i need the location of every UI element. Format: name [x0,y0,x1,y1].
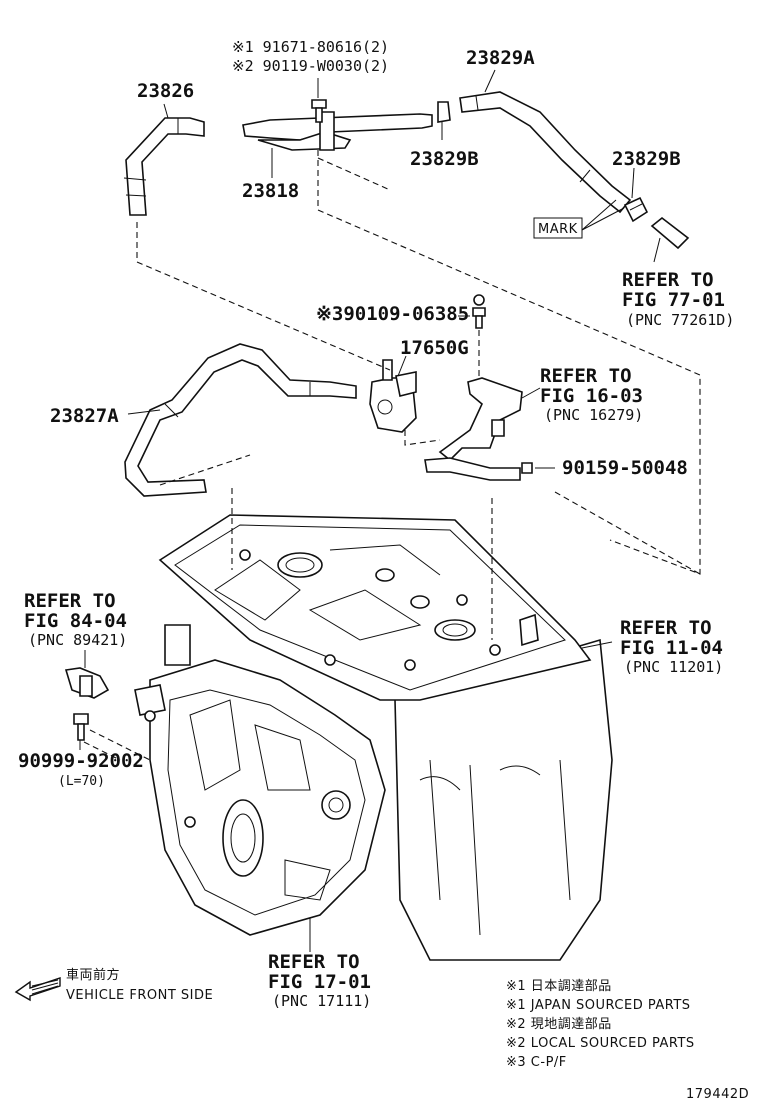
bolt-91671 [311,99,327,123]
pipe-23818 [242,111,433,151]
refer-16-03-pnc: (PNC 16279) [544,406,643,424]
diagram-id: 179442D [686,1087,749,1102]
mark-box [533,217,583,239]
label-23829b-right: 23829B [612,148,681,170]
refer-77-01-pnc: (PNC 77261D) [626,311,734,329]
bolt-90159 [521,462,533,474]
label-23818: 23818 [242,180,299,202]
front-label-en: VEHICLE FRONT SIDE [66,988,213,1003]
bolt-90999 [73,713,89,741]
clamp-23829b-right [623,196,649,223]
label-90999: 90999-92002 [18,750,144,772]
refer-11-04-head: REFER TO [620,617,712,639]
legend-line-1: ※1 日本調達部品 [506,979,612,994]
clamp-23829b-left [437,101,451,123]
label-90999-length: (L=70) [58,774,105,789]
bolt-90109 [472,294,486,329]
assembly-lines [83,150,701,761]
refer-84-04-head: REFER TO [24,590,116,612]
refer-17-01-head: REFER TO [268,951,360,973]
refer-16-03-head: REFER TO [540,365,632,387]
front-label-jp: 車両前方 [66,967,120,983]
label-17650g: 17650G [400,337,469,359]
label-bolt-note-2: ※2 90119-W0030(2) [232,57,389,75]
bracket-16-03 [424,377,523,481]
leader-lines [79,69,661,952]
pipe-end-77-01 [650,216,690,250]
label-23827a: 23827A [50,405,119,427]
hose-23826 [123,117,205,216]
refer-84-04-pnc: (PNC 89421) [28,631,127,649]
label-23829a: 23829A [466,47,535,69]
refer-17-01-fig: FIG 17-01 [268,971,371,993]
label-bolt-note-1: ※1 91671-80616(2) [232,38,389,56]
refer-77-01-fig: FIG 77-01 [622,289,725,311]
refer-11-04-fig: FIG 11-04 [620,637,723,659]
refer-84-04-fig: FIG 84-04 [24,610,127,632]
label-90159: 90159-50048 [562,457,688,479]
legend-line-3: ※2 現地調達部品 [506,1017,612,1032]
hose-23829a [459,91,632,214]
label-mark: MARK [538,222,578,237]
refer-16-03-fig: FIG 16-03 [540,385,643,407]
engine-assembly-drawing [134,514,613,961]
label-23829b-left: 23829B [410,148,479,170]
legend-line-5: ※3 C-P/F [506,1055,567,1070]
label-90109: ※390109-06385 [316,303,469,325]
legend-line-2: ※1 JAPAN SOURCED PARTS [506,998,691,1013]
refer-77-01-head: REFER TO [622,269,714,291]
hose-23827a [124,343,357,497]
vsv-17650g [369,359,417,433]
refer-17-01-pnc: (PNC 17111) [272,992,371,1010]
refer-11-04-pnc: (PNC 11201) [624,658,723,676]
legend-line-4: ※2 LOCAL SOURCED PARTS [506,1036,695,1051]
sensor-89421 [64,667,110,699]
label-23826: 23826 [137,80,194,102]
vehicle-front-arrow-icon [14,977,61,1002]
